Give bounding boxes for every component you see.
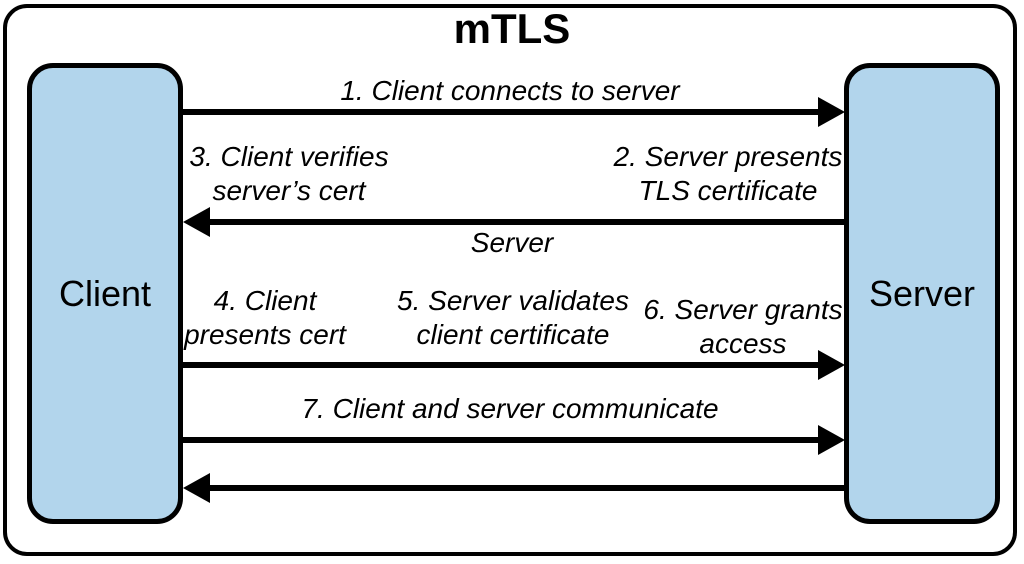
label-step4-line1: 4. Client bbox=[213, 285, 317, 316]
label-step5-line2: client certificate bbox=[416, 319, 610, 350]
client-node-label: Client bbox=[58, 272, 152, 314]
label-step2: 2. Server presents TLS certificate bbox=[614, 140, 843, 208]
arrow-step8-left bbox=[183, 472, 845, 504]
label-step2-line1: 2. Server presents bbox=[613, 141, 843, 172]
label-step5: 5. Server validates client certificate bbox=[397, 284, 629, 352]
label-step5-line1: 5. Server validates bbox=[397, 285, 629, 316]
label-step4-line2: presents cert bbox=[184, 319, 346, 350]
label-step3-line2: server’s cert bbox=[212, 175, 366, 206]
label-step1: 1. Client connects to server bbox=[340, 75, 680, 106]
arrow-step8-shaft bbox=[201, 485, 845, 491]
arrowhead-right-icon bbox=[818, 425, 845, 455]
server-node: Server bbox=[844, 63, 1000, 524]
label-step6-line1: 6. Server grants bbox=[643, 294, 843, 325]
arrow-step4-shaft bbox=[183, 362, 827, 368]
arrow-step2-shaft bbox=[201, 219, 845, 225]
client-node: Client bbox=[27, 63, 183, 524]
arrow-step2-left bbox=[183, 206, 845, 238]
server-node-label: Server bbox=[868, 272, 976, 314]
arrowhead-right-icon bbox=[818, 97, 845, 127]
label-step6-line2: access bbox=[699, 328, 787, 359]
diagram-title: mTLS bbox=[453, 5, 571, 52]
label-step2-line2: TLS certificate bbox=[638, 175, 818, 206]
arrow-step1-shaft bbox=[183, 109, 827, 115]
arrowhead-right-icon bbox=[818, 350, 845, 380]
arrow-step4-right bbox=[183, 349, 845, 381]
label-step4: 4. Client presents cert bbox=[184, 284, 346, 352]
label-step2-sublabel: Server bbox=[470, 227, 554, 258]
label-step3-line1: 3. Client verifies bbox=[189, 141, 389, 172]
arrow-step7-right bbox=[183, 424, 845, 456]
arrow-step7-shaft bbox=[183, 437, 827, 443]
label-step6: 6. Server grants access bbox=[643, 293, 842, 361]
arrowhead-left-icon bbox=[183, 207, 210, 237]
arrow-step1-right bbox=[183, 96, 845, 128]
arrowhead-left-icon bbox=[183, 473, 210, 503]
label-step7: 7. Client and server communicate bbox=[301, 393, 719, 424]
label-step3: 3. Client verifies server’s cert bbox=[189, 140, 388, 208]
